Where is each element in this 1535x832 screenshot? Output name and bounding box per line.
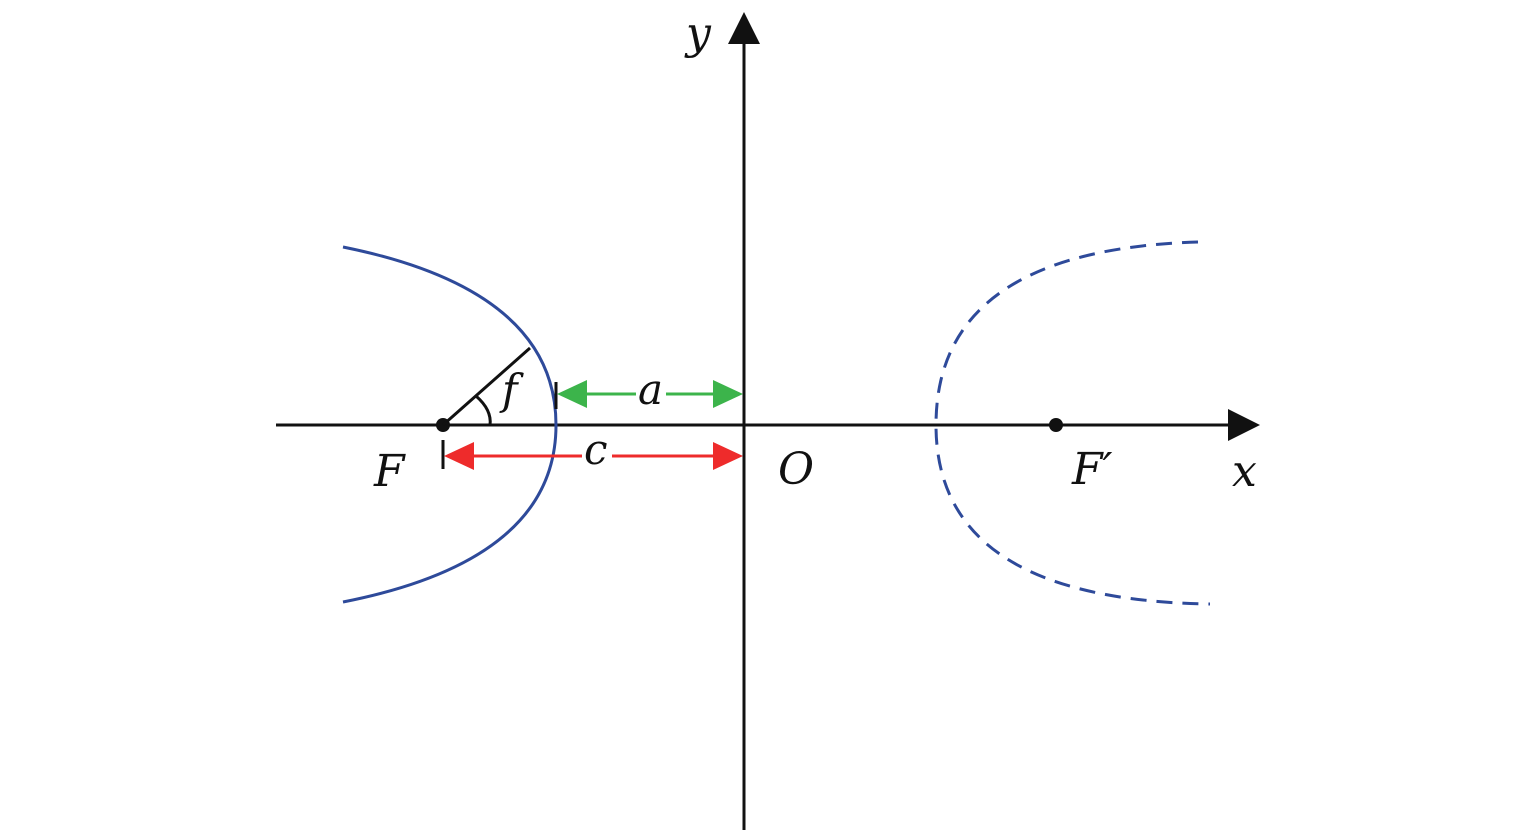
arrow-c-head-left <box>444 442 474 470</box>
angle-arc <box>475 394 492 426</box>
origin-label: O <box>778 444 814 495</box>
right-hyperbola-branch-dashed <box>934 240 1211 606</box>
x-axis-label: x <box>1232 446 1257 497</box>
left-hyperbola-branch <box>342 245 558 604</box>
focal-radius-line <box>442 346 531 427</box>
focus-right-label: F′ <box>1071 444 1113 495</box>
y-axis-label: y <box>684 8 712 59</box>
arrow-a-head-right <box>713 380 743 408</box>
arrow-a-head-left <box>557 380 587 408</box>
focal-distance-label: c <box>584 425 608 474</box>
x-axis-arrowhead <box>1228 409 1260 441</box>
focus-point-right <box>1049 418 1063 432</box>
focus-left-label: F <box>373 446 406 497</box>
arrow-c-head-right <box>713 442 743 470</box>
semi-axis-label: a <box>638 365 663 414</box>
y-axis-arrowhead <box>728 12 760 44</box>
angle-label: f <box>499 365 524 414</box>
